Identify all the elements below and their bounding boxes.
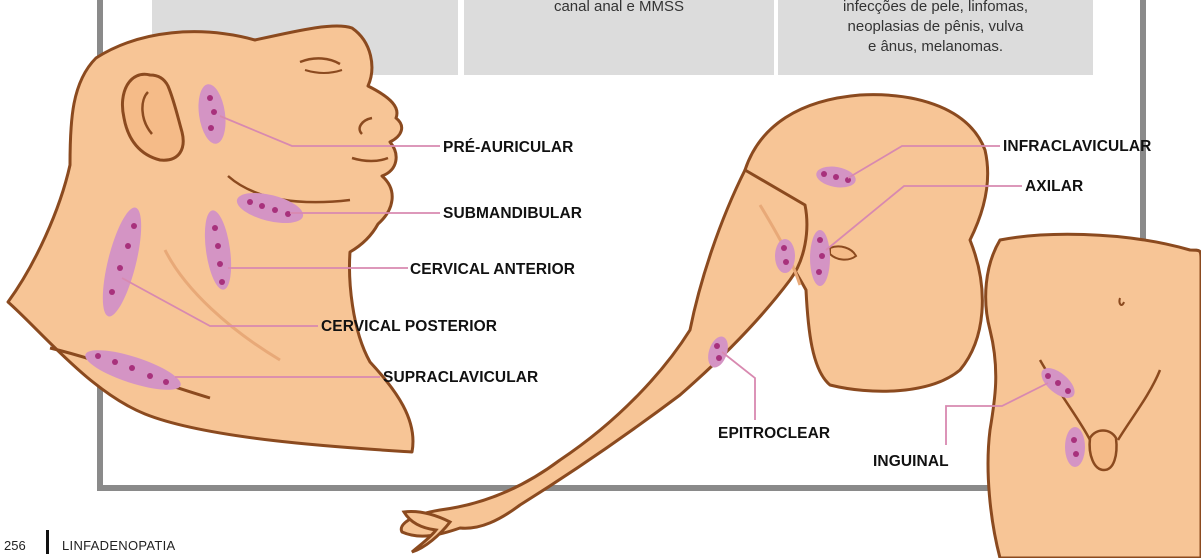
label-pre-auricular: PRÉ-AURICULAR: [443, 139, 573, 157]
node-axilar: [810, 230, 830, 286]
label-epitroclear: EPITROCLEAR: [718, 425, 830, 443]
label-submandibular: SUBMANDIBULAR: [443, 205, 582, 223]
label-infraclavicular: INFRACLAVICULAR: [1003, 138, 1151, 156]
label-cervical-anterior: CERVICAL ANTERIOR: [410, 261, 575, 279]
label-supraclavicular: SUPRACLAVICULAR: [383, 369, 538, 387]
label-axilar: AXILAR: [1025, 178, 1083, 196]
pelvis-figure: [986, 234, 1201, 558]
node-axilar-arm: [775, 239, 795, 273]
arm-silhouette: [401, 170, 807, 536]
page-number: 256: [4, 538, 26, 553]
label-cervical-posterior: CERVICAL POSTERIOR: [321, 318, 497, 336]
head-neck-figure: [8, 26, 413, 452]
node-inguinal-lower: [1065, 427, 1085, 467]
genitalia: [1090, 431, 1117, 471]
pelvis-silhouette: [986, 234, 1201, 558]
label-inguinal: INGUINAL: [873, 453, 949, 471]
footer-divider: [46, 530, 49, 554]
section-title: LINFADENOPATIA: [62, 538, 176, 553]
leader-epitroclear: [722, 352, 755, 420]
